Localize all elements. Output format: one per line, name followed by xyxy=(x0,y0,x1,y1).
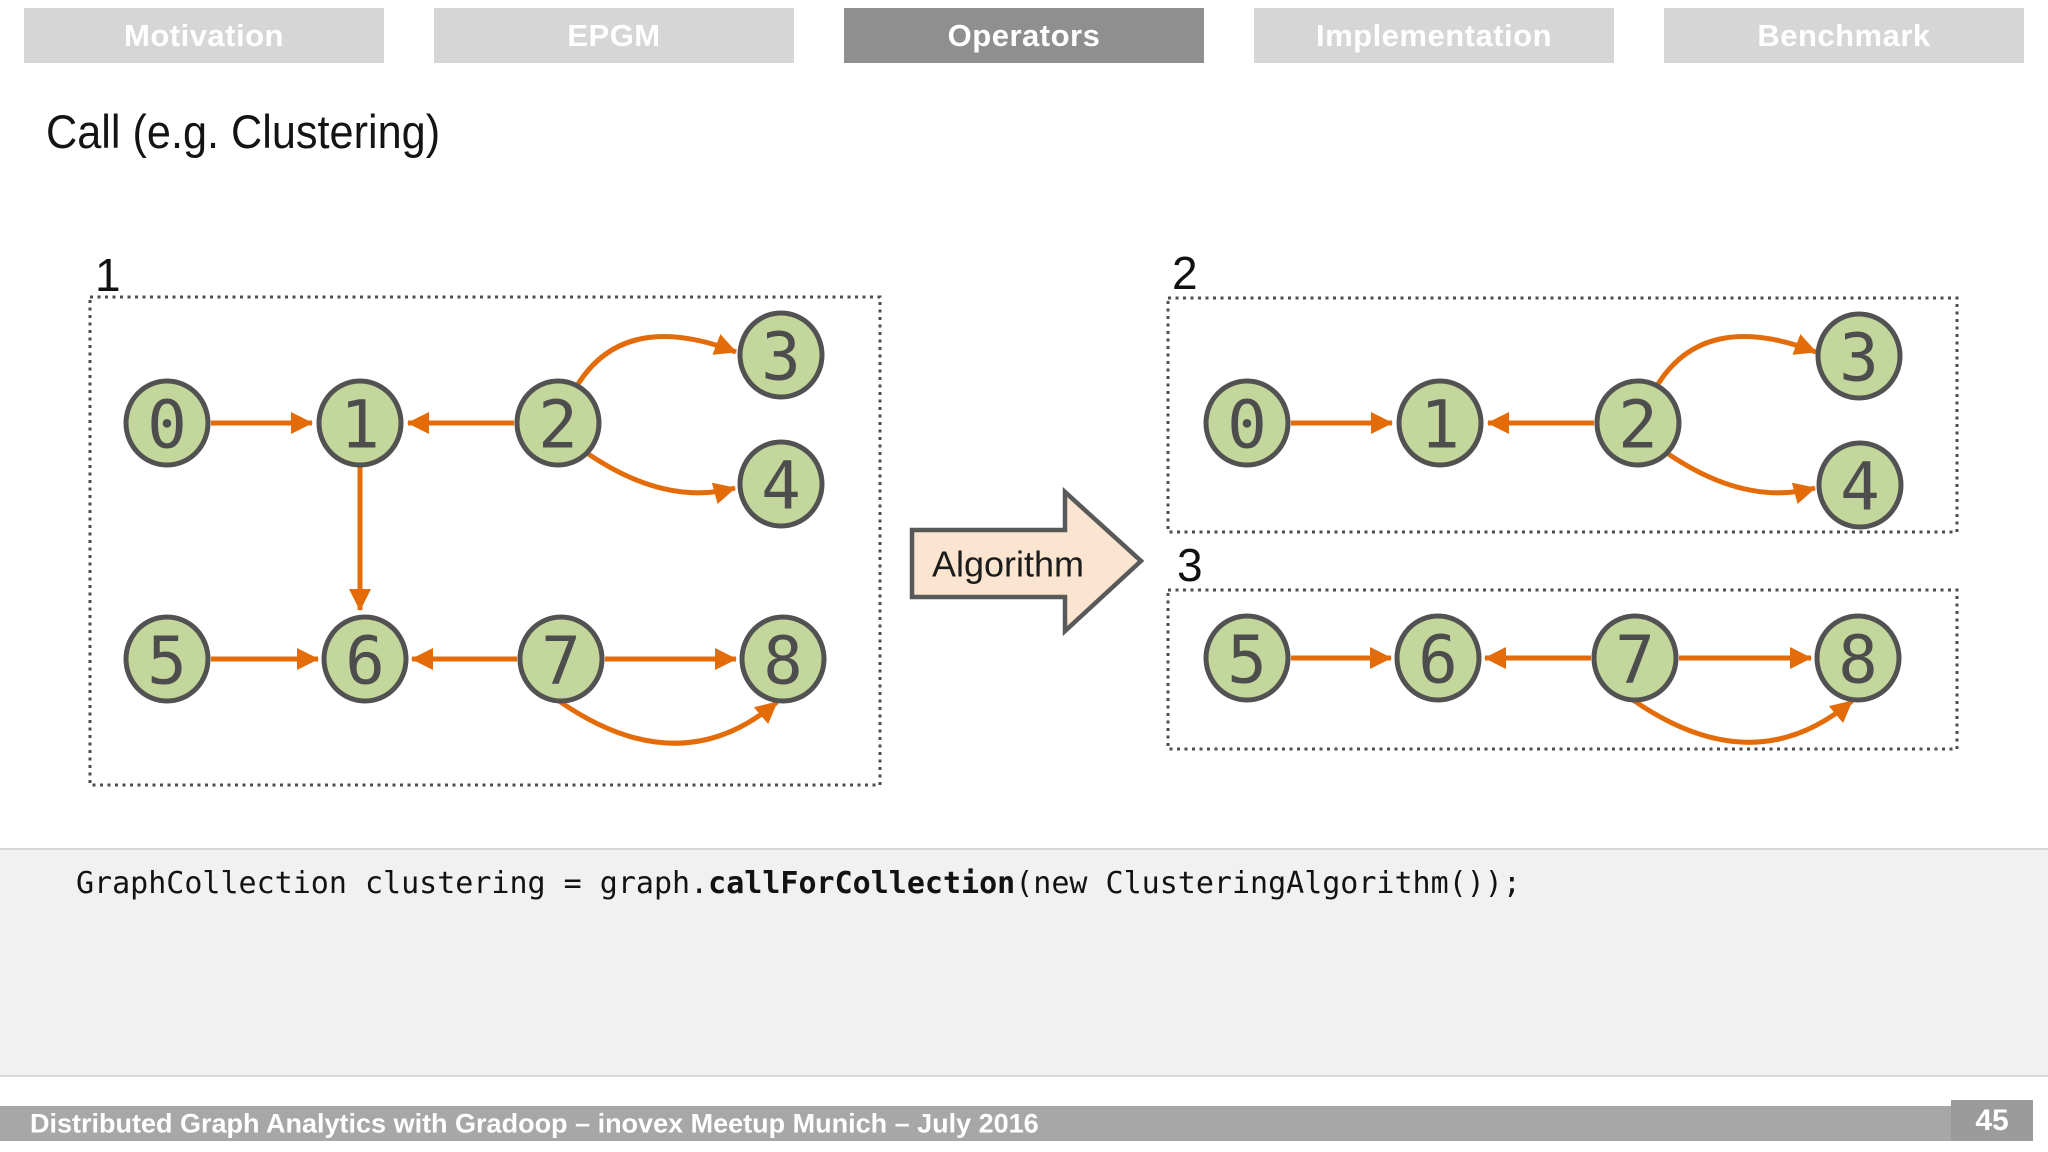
page-title: Call (e.g. Clustering) xyxy=(46,105,441,158)
footer-text: Distributed Graph Analytics with Gradoop… xyxy=(30,1108,1039,1138)
node-g3-6: 6 xyxy=(1394,613,1482,703)
output-graph-2-label: 2 xyxy=(1172,247,1198,299)
code-method-name: callForCollection xyxy=(708,866,1016,901)
input-graph-label: 1 xyxy=(95,249,121,301)
svg-text:0: 0 xyxy=(147,387,187,464)
edge-g1-7-8-curve xyxy=(557,698,779,746)
svg-text:0: 0 xyxy=(1227,387,1267,464)
code-line: GraphCollection clustering = graph.callF… xyxy=(76,866,1521,901)
section-tabs: Motivation EPGM Operators Implementation… xyxy=(24,8,2024,63)
svg-text:2: 2 xyxy=(538,387,578,464)
node-g1-7: 7 xyxy=(517,614,605,704)
svg-text:2: 2 xyxy=(1618,387,1658,464)
node-g2-4: 4 xyxy=(1816,440,1904,530)
edge-g1-2-4 xyxy=(582,448,736,505)
input-graph-box xyxy=(88,295,882,787)
node-g3-5: 5 xyxy=(1203,613,1291,703)
svg-text:7: 7 xyxy=(541,623,581,700)
node-g1-0: 0 xyxy=(123,378,211,468)
node-g2-1: 1 xyxy=(1396,378,1484,468)
svg-text:5: 5 xyxy=(1227,622,1267,699)
svg-text:1: 1 xyxy=(1420,387,1460,464)
code-block: GraphCollection clustering = graph.callF… xyxy=(0,848,2048,1077)
node-g2-3: 3 xyxy=(1815,311,1903,401)
node-g3-8: 8 xyxy=(1814,613,1902,703)
edge-g2-2-3 xyxy=(1652,334,1817,391)
footer-bar: Distributed Graph Analytics with Gradoop… xyxy=(0,1106,2033,1141)
node-g2-0: 0 xyxy=(1203,378,1291,468)
node-g1-8: 8 xyxy=(739,614,827,704)
page-number: 45 xyxy=(1951,1100,2033,1141)
node-g2-2: 2 xyxy=(1594,378,1682,468)
svg-text:5: 5 xyxy=(147,623,187,700)
svg-text:8: 8 xyxy=(1838,622,1878,699)
svg-text:7: 7 xyxy=(1615,622,1655,699)
node-g1-2: 2 xyxy=(514,378,602,468)
edge-g2-2-4 xyxy=(1662,448,1816,505)
svg-text:3: 3 xyxy=(761,319,801,396)
code-suffix: (new ClusteringAlgorithm()); xyxy=(1015,866,1521,901)
tab-motivation: Motivation xyxy=(24,8,384,63)
node-g1-6: 6 xyxy=(321,614,409,704)
graph-diagram: 1 0 1 2 3 4 5 6 7 8 Algorithm 2 0 1 2 3 … xyxy=(88,247,1959,787)
node-g1-5: 5 xyxy=(123,614,211,704)
svg-text:3: 3 xyxy=(1839,320,1879,397)
tab-benchmark: Benchmark xyxy=(1664,8,2024,63)
svg-text:4: 4 xyxy=(1840,449,1880,526)
svg-text:6: 6 xyxy=(1418,622,1458,699)
edge-g3-7-8-curve xyxy=(1631,697,1854,745)
svg-text:4: 4 xyxy=(761,448,801,525)
svg-text:8: 8 xyxy=(763,623,803,700)
tab-operators-active: Operators xyxy=(844,8,1204,63)
node-g3-7: 7 xyxy=(1591,613,1679,703)
output-graph-2-box xyxy=(1166,296,1959,534)
svg-text:1: 1 xyxy=(340,387,380,464)
output-graph-3-label: 3 xyxy=(1177,539,1203,591)
tab-epgm: EPGM xyxy=(434,8,794,63)
node-g1-1: 1 xyxy=(316,378,404,468)
algorithm-arrow xyxy=(909,486,1145,637)
node-g1-3: 3 xyxy=(737,310,825,400)
svg-text:6: 6 xyxy=(345,623,385,700)
algorithm-arrow-label: Algorithm xyxy=(932,544,1084,585)
tab-implementation: Implementation xyxy=(1254,8,1614,63)
code-prefix: GraphCollection clustering = graph. xyxy=(76,866,709,901)
output-graph-3-box xyxy=(1166,588,1959,751)
node-g1-4: 4 xyxy=(737,439,825,529)
edge-g1-2-3 xyxy=(572,334,737,391)
